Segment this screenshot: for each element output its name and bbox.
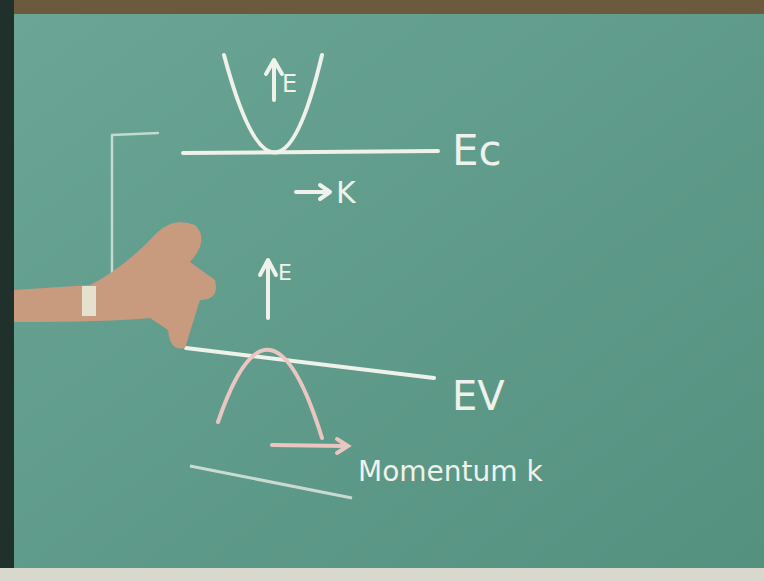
hand xyxy=(14,222,216,348)
chalk-label: EV xyxy=(452,376,505,416)
chalk-label: K xyxy=(336,178,356,208)
chalk-label: Ec xyxy=(452,130,502,172)
chalk-label: E xyxy=(278,262,292,284)
chalk-label: E xyxy=(282,72,297,96)
chalk-label: Momentum k xyxy=(358,458,543,486)
